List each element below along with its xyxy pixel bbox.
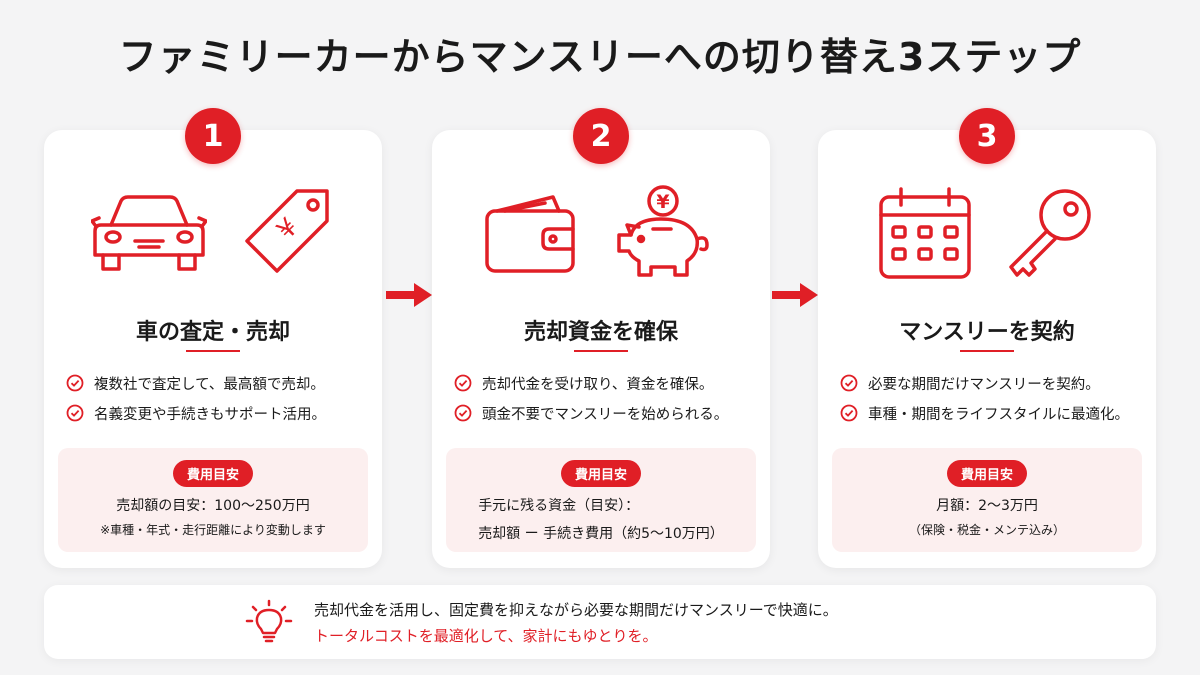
step-number-badge: 3 [959, 108, 1015, 164]
cost-main-text: 手元に残る資金（目安）： [478, 498, 640, 514]
check-text: 頭金不要でマンスリーを始められる。 [482, 406, 729, 423]
step-card-2: 2 ¥ 売却資金を確保 売却代金を受け取り、資金を確保。 頭金不要でマンスリーを… [432, 108, 770, 568]
arrow-right-icon [772, 283, 818, 307]
check-item: 売却代金を受け取り、資金を確保。 [454, 368, 760, 398]
cost-main-text: 売却額の目安：100〜250万円 [116, 498, 310, 514]
check-item: 必要な期間だけマンスリーを契約。 [840, 368, 1146, 398]
check-circle-icon [66, 374, 84, 392]
cost-note-text: （保険・税金・メンテ込み） [908, 523, 1065, 537]
lightbulb-icon [245, 599, 293, 643]
check-item: 頭金不要でマンスリーを始められる。 [454, 398, 760, 428]
cost-estimate-box: 費用目安 月額：2〜3万円 （保険・税金・メンテ込み） [832, 448, 1142, 552]
check-circle-icon [454, 404, 472, 422]
step-title: 売却資金を確保 [523, 320, 678, 345]
check-item: 車種・期間をライフスタイルに最適化。 [840, 398, 1146, 428]
step-card-1: 1 ¥ 車の査定・売却 複数社で査定して、最高額で売却。 名義変更や手続きもサポ… [44, 108, 382, 568]
yen-symbol: ¥ [271, 213, 304, 246]
cost-note-text: ※車種・年式・走行距離により変動します [100, 523, 326, 537]
check-circle-icon [840, 404, 858, 422]
cost-label-badge: 費用目安 [172, 460, 253, 487]
key-icon [1009, 189, 1091, 277]
calendar-icon [879, 187, 971, 279]
cost-main-text: 月額：2〜3万円 [936, 498, 1038, 514]
check-list: 必要な期間だけマンスリーを契約。 車種・期間をライフスタイルに最適化。 [840, 368, 1146, 428]
summary-tip-box: 売却代金を活用し、固定費を抑えながら必要な期間だけマンスリーで快適に。 トータル… [44, 585, 1156, 659]
check-text: 車種・期間をライフスタイルに最適化。 [868, 406, 1129, 423]
step-number-badge: 2 [573, 108, 629, 164]
title-underline [186, 350, 240, 352]
tip-highlight-text: トータルコストを最適化して、家計にもゆとりを。 [314, 627, 658, 645]
tip-text: 売却代金を活用し、固定費を抑えながら必要な期間だけマンスリーで快適に。 [314, 601, 838, 619]
cost-estimate-box: 費用目安 手元に残る資金（目安）： 売却額 ー 手続き費用（約5〜10万円） [446, 448, 756, 552]
step-number-badge: 1 [185, 108, 241, 164]
wallet-icon [485, 195, 575, 273]
check-text: 名義変更や手続きもサポート活用。 [94, 406, 326, 423]
check-list: 売却代金を受け取り、資金を確保。 頭金不要でマンスリーを始められる。 [454, 368, 760, 428]
check-item: 名義変更や手続きもサポート活用。 [66, 398, 372, 428]
check-text: 必要な期間だけマンスリーを契約。 [868, 376, 1100, 393]
check-item: 複数社で査定して、最高額で売却。 [66, 368, 372, 398]
check-circle-icon [840, 374, 858, 392]
cost-label-badge: 費用目安 [946, 460, 1027, 487]
check-text: 複数社で査定して、最高額で売却。 [94, 376, 325, 393]
cost-formula-text: 売却額 ー 手続き費用（約5〜10万円） [478, 526, 724, 542]
title-underline [960, 350, 1014, 352]
step-title: マンスリーを契約 [899, 320, 1075, 345]
arrow-right-icon [386, 283, 432, 307]
check-circle-icon [454, 374, 472, 392]
page-title: ファミリーカーからマンスリーへの切り替え3ステップ [118, 35, 1082, 79]
piggy-bank-icon: ¥ [617, 185, 709, 277]
cost-estimate-box: 費用目安 売却額の目安：100〜250万円 ※車種・年式・走行距離により変動しま… [58, 448, 368, 552]
step-title: 車の査定・売却 [135, 320, 290, 345]
check-text: 売却代金を受け取り、資金を確保。 [482, 376, 714, 393]
cost-label-badge: 費用目安 [560, 460, 641, 487]
car-icon [91, 195, 207, 271]
check-circle-icon [66, 404, 84, 422]
yen-symbol: ¥ [656, 191, 669, 213]
price-tag-icon: ¥ [245, 189, 329, 273]
title-underline [574, 350, 628, 352]
check-list: 複数社で査定して、最高額で売却。 名義変更や手続きもサポート活用。 [66, 368, 372, 428]
step-card-3: 3 マンスリーを契約 必要な期間だけマンスリーを契約。 車種・期間をライフスタイ… [818, 108, 1156, 568]
